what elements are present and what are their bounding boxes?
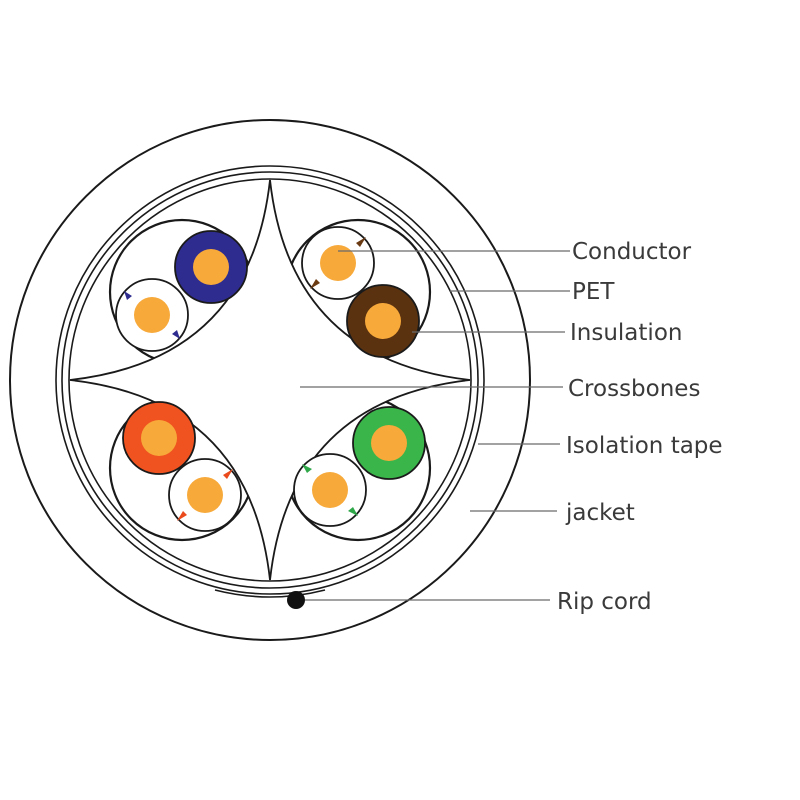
label-jacket: jacket	[565, 500, 635, 526]
wire-orange-solid	[122, 401, 196, 475]
label-insulation: Insulation	[570, 320, 682, 346]
pet-ring	[61, 171, 479, 589]
label-rip-cord: Rip cord	[557, 589, 652, 615]
wire-brown-white	[301, 226, 375, 300]
wire-blue-solid	[174, 230, 248, 304]
wire-green-white	[293, 453, 367, 527]
isolation-tape-ring	[55, 165, 485, 595]
rip-cord-loop	[214, 589, 326, 598]
label-pet: PET	[572, 279, 615, 305]
wire-orange-white	[168, 458, 242, 532]
wire-green-solid	[352, 406, 426, 480]
wire-blue-white	[115, 278, 189, 352]
label-crossbones: Crossbones	[568, 376, 700, 402]
rip-cord-dot	[287, 591, 305, 609]
label-conductor: Conductor	[572, 239, 692, 265]
label-isolation-tape: Isolation tape	[566, 433, 723, 459]
wire-brown-solid	[346, 284, 420, 358]
core-boundary	[68, 178, 472, 582]
